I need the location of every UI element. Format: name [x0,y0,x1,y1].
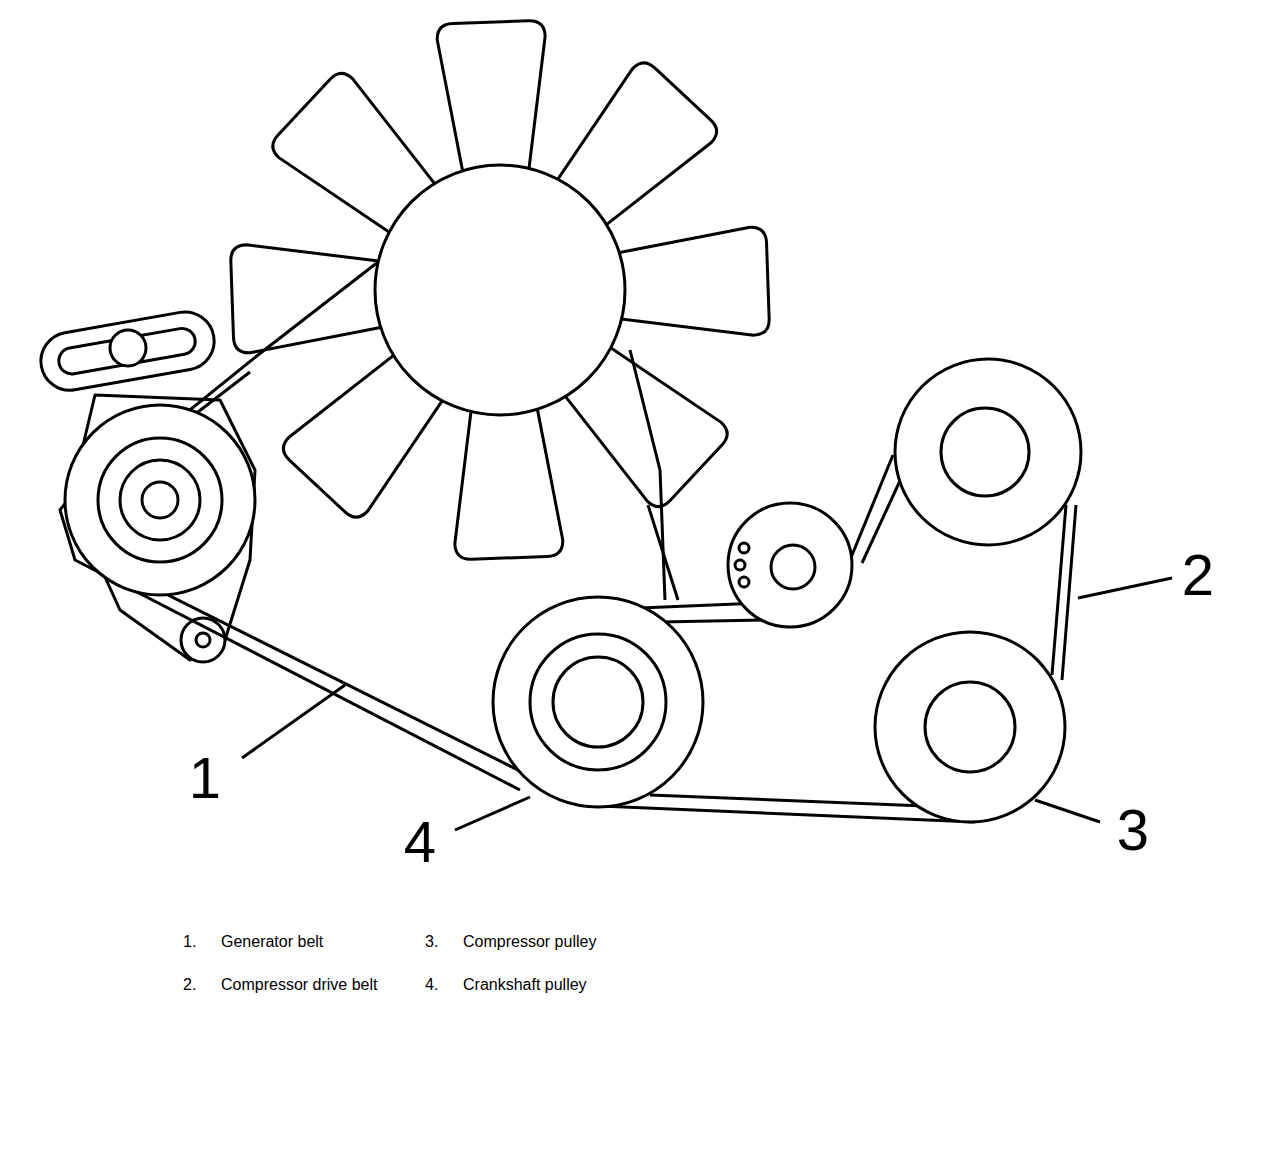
key-text: Compressor pulley [463,933,596,951]
fan [230,20,769,559]
leader-lines [242,578,1172,830]
key-text: Generator belt [221,933,323,951]
key-text: Compressor drive belt [221,976,378,994]
callout-number: 2 [1182,543,1214,607]
key-text: 3. [425,933,438,951]
generator-pulley [65,405,255,595]
callout-number: 1 [189,746,221,810]
generator [36,307,255,662]
callout-number: 3 [1117,798,1149,862]
compressor-pulley [875,632,1065,822]
generator-belt [60,262,678,790]
crankshaft-pulley [493,597,703,807]
key-text: 1. [183,933,196,951]
idler-pulley [728,503,852,627]
upper-pulley [895,359,1081,545]
callout-number: 4 [404,810,436,874]
key-text: Crankshaft pulley [463,976,587,994]
key-text: 4. [425,976,438,994]
key-text: 2. [183,976,196,994]
